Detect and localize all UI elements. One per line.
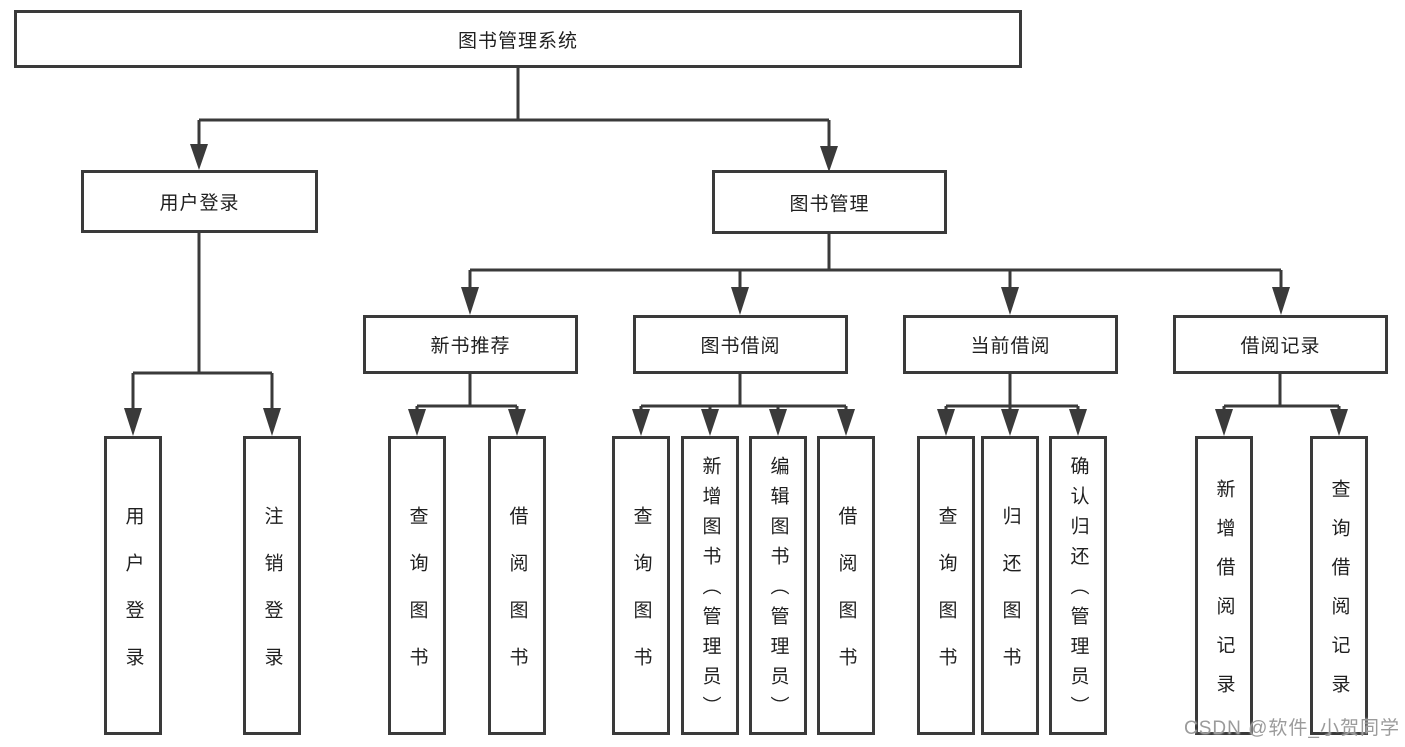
arrow-down-icon <box>508 409 526 436</box>
node-label: 借阅图书 <box>835 505 857 694</box>
arrow-down-icon <box>1001 287 1019 315</box>
arrow-down-icon <box>1001 409 1019 436</box>
leaf-add-books-admin: 新增图书（管理员） <box>681 436 739 735</box>
node-label: 图书管理系统 <box>457 30 578 52</box>
arrow-down-icon <box>124 408 142 436</box>
node-label: 查询图书 <box>630 505 652 694</box>
node-label: 借阅记录 <box>1240 336 1321 357</box>
node-book-borrowing: 图书借阅 <box>633 315 848 374</box>
node-label: 新增图书（管理员） <box>699 455 721 726</box>
arrow-down-icon <box>408 409 426 436</box>
connector-book-borrow-children <box>632 374 855 436</box>
connector-borrow-record-children <box>1215 374 1348 436</box>
arrow-down-icon <box>1330 409 1348 436</box>
arrow-down-icon <box>190 144 208 170</box>
leaf-query-books-borrow: 查询图书 <box>612 436 670 735</box>
arrow-down-icon <box>1272 287 1290 315</box>
arrow-down-icon <box>263 408 281 436</box>
leaf-add-borrow-record: 新增借阅记录 <box>1195 436 1253 735</box>
connector-user-login-children <box>124 233 281 436</box>
connector-current-borrow-children <box>937 374 1087 436</box>
node-label: 当前借阅 <box>970 336 1051 357</box>
arrow-down-icon <box>632 409 650 436</box>
leaf-query-borrow-record: 查询借阅记录 <box>1310 436 1368 735</box>
node-label: 确认归还（管理员） <box>1067 455 1089 726</box>
arrow-down-icon <box>1069 409 1087 436</box>
node-label: 归还图书 <box>999 505 1021 694</box>
leaf-borrow-books-recommend: 借阅图书 <box>488 436 546 735</box>
connector-root-to-level2 <box>190 68 838 172</box>
arrow-down-icon <box>837 409 855 436</box>
node-label: 用户登录 <box>159 193 240 214</box>
node-label: 图书借阅 <box>700 336 781 357</box>
node-borrowing-records: 借阅记录 <box>1173 315 1388 374</box>
node-label: 查询图书 <box>935 505 957 694</box>
node-book-management: 图书管理 <box>712 170 947 234</box>
node-current-borrowing: 当前借阅 <box>903 315 1118 374</box>
node-label: 查询图书 <box>406 505 428 694</box>
watermark: CSDN @软件_小贺同学 <box>1184 718 1400 739</box>
node-label: 图书管理 <box>789 193 870 215</box>
connector-book-mgmt-children <box>461 233 1290 315</box>
node-label: 用户登录 <box>122 505 144 694</box>
leaf-confirm-return-admin: 确认归还（管理员） <box>1049 436 1107 735</box>
node-new-book-recommendation: 新书推荐 <box>363 315 578 374</box>
node-label: 新增借阅记录 <box>1213 478 1235 713</box>
arrow-down-icon <box>731 287 749 315</box>
leaf-query-books-current: 查询图书 <box>917 436 975 735</box>
arrow-down-icon <box>769 409 787 436</box>
leaf-borrow-books: 借阅图书 <box>817 436 875 735</box>
arrow-down-icon <box>461 287 479 315</box>
arrow-down-icon <box>937 409 955 436</box>
connector-new-book-children <box>408 374 526 436</box>
node-user-login: 用户登录 <box>81 170 318 233</box>
arrow-down-icon <box>701 409 719 436</box>
leaf-user-login: 用户登录 <box>104 436 162 735</box>
leaf-query-books-recommend: 查询图书 <box>388 436 446 735</box>
node-label: 查询借阅记录 <box>1328 478 1350 713</box>
leaf-return-books: 归还图书 <box>981 436 1039 735</box>
leaf-edit-books-admin: 编辑图书（管理员） <box>749 436 807 735</box>
arrow-down-icon <box>1215 409 1233 436</box>
node-label: 注销登录 <box>261 505 283 694</box>
node-library-management-system: 图书管理系统 <box>14 10 1022 68</box>
node-label: 借阅图书 <box>506 505 528 694</box>
leaf-logout-login: 注销登录 <box>243 436 301 735</box>
node-label: 编辑图书（管理员） <box>767 455 789 726</box>
node-label: 新书推荐 <box>430 336 511 357</box>
arrow-down-icon <box>820 146 838 172</box>
